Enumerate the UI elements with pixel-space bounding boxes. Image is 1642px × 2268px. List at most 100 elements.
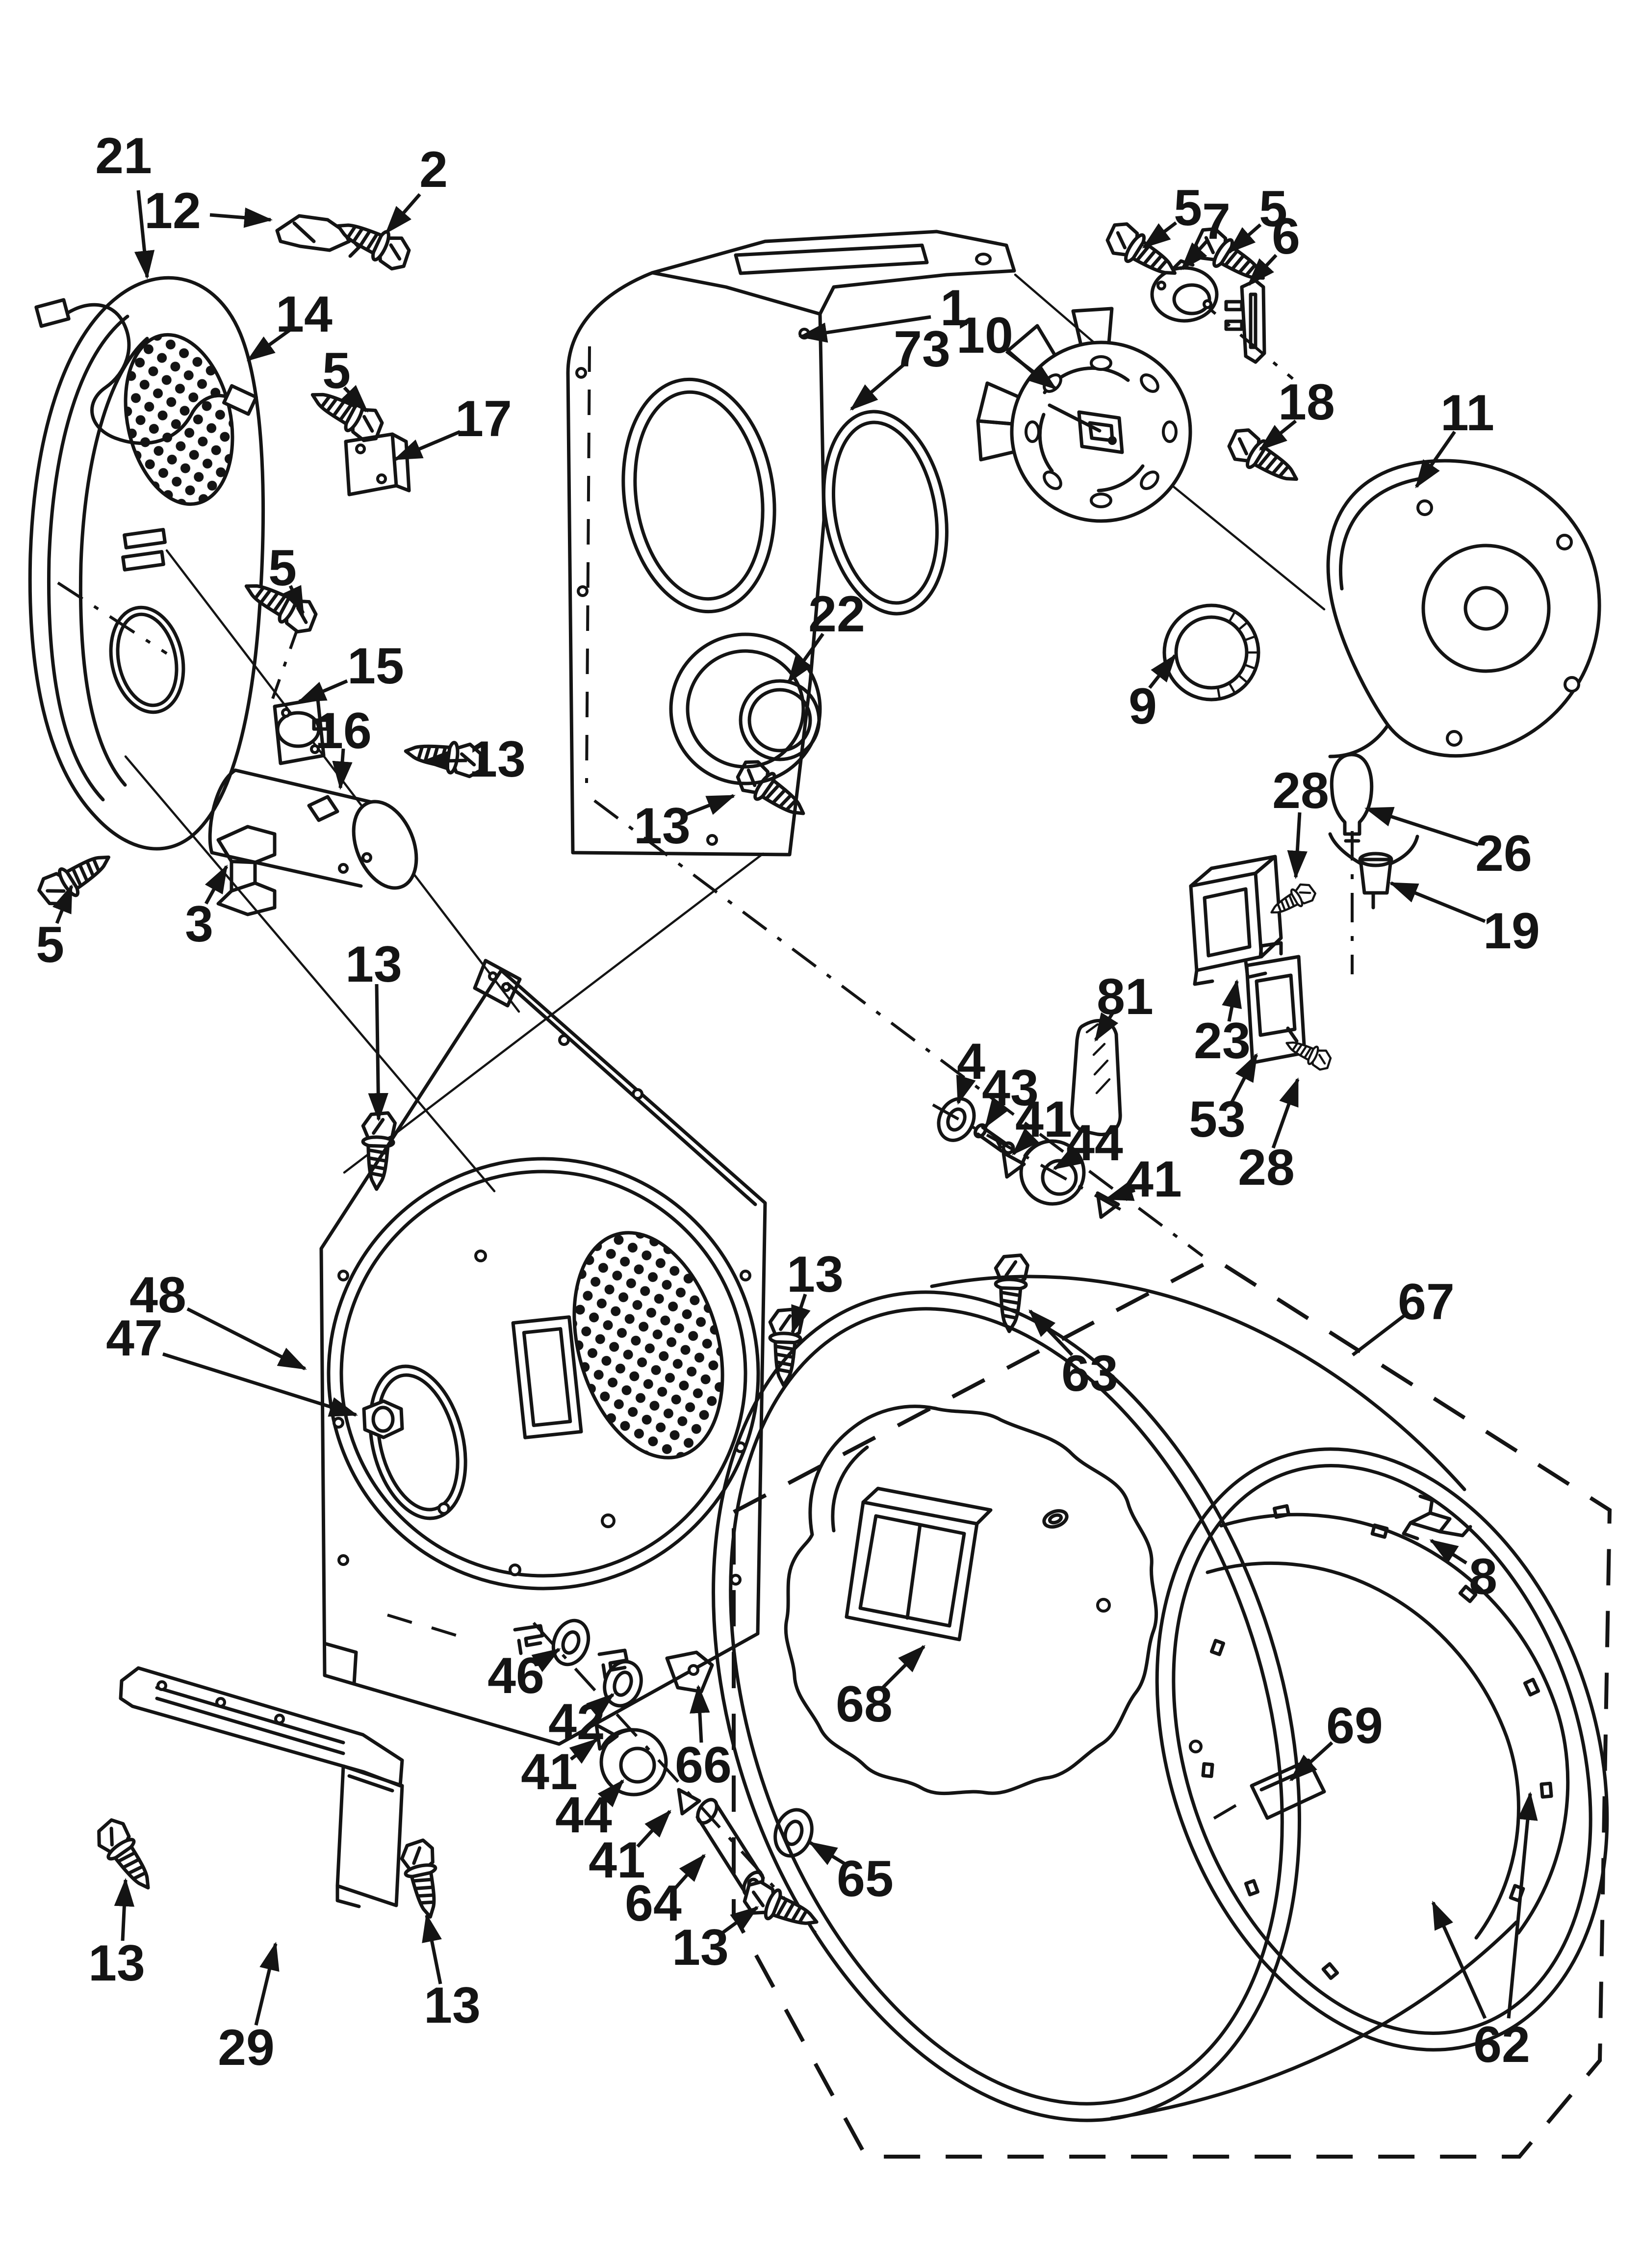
part-number-label: 21	[95, 128, 152, 184]
part-number-label: 48	[129, 1267, 186, 1324]
callout-leader	[1431, 1901, 1487, 2019]
callout-62: 62	[1431, 1791, 1538, 2073]
callout-leader	[636, 1809, 671, 1848]
callout-leader	[984, 1098, 1009, 1128]
callout-leader	[246, 328, 292, 362]
callout-leader	[798, 315, 931, 343]
callout-11: 11	[1415, 385, 1494, 489]
part-number-label: 11	[1440, 385, 1494, 442]
callout-leader	[1148, 653, 1177, 689]
part-number-label: 13	[88, 1935, 145, 1992]
part-19-lamp-socket	[1328, 832, 1419, 910]
callout-leader	[1028, 1309, 1074, 1356]
part-number-label: 53	[1189, 1091, 1246, 1148]
callout-43: 43	[982, 1060, 1039, 1128]
callout-leader	[114, 1877, 135, 1941]
callout-leader	[531, 1648, 561, 1672]
part-number-label: 46	[487, 1647, 544, 1704]
callout-leader	[719, 1906, 759, 1935]
callout-8: 8	[1429, 1539, 1497, 1605]
callout-46: 46	[487, 1647, 561, 1704]
callout-leader	[368, 984, 388, 1122]
callout-18: 18	[1258, 374, 1335, 451]
callout-5: 5	[1142, 180, 1202, 249]
callout-5: 5	[322, 342, 368, 413]
callout-leader	[672, 1853, 706, 1891]
callout-41: 41	[1104, 1151, 1182, 1208]
part-number-label: 28	[1238, 1139, 1295, 1196]
part-number-label: 5	[36, 916, 64, 973]
part-65-washer	[773, 1808, 814, 1858]
part-3-bracket	[216, 825, 277, 916]
callout-6: 6	[1247, 208, 1300, 287]
callout-leader	[1415, 430, 1456, 489]
callout-14: 14	[246, 286, 333, 362]
part-16-cylinder	[208, 768, 418, 890]
part-number-label: 22	[808, 586, 865, 643]
part-number-label: 15	[347, 638, 404, 695]
callout-66: 66	[675, 1684, 732, 1794]
callout-leader	[1005, 350, 1057, 390]
part-number-label: 13	[787, 1246, 844, 1303]
part-9-clamp-ring	[1162, 603, 1260, 702]
part-number-label: 26	[1475, 825, 1532, 882]
callout-leader	[332, 748, 353, 790]
callout-13: 13	[345, 936, 402, 1122]
callout-21: 21	[95, 128, 155, 280]
callout-leader	[569, 1738, 598, 1764]
callout-13: 13	[634, 794, 736, 855]
part-62-drum-bands	[1206, 1504, 1570, 1940]
callout-64: 64	[625, 1853, 706, 1932]
callout-48: 48	[129, 1267, 307, 1371]
callout-15: 15	[297, 638, 404, 704]
callout-leader	[1180, 239, 1209, 271]
part-number-label: 5	[1174, 180, 1202, 236]
callout-leader	[586, 1693, 615, 1720]
part-67-drum-assembly-boundary	[732, 1256, 1612, 2159]
part-73-duct-seal	[822, 410, 949, 616]
callout-leader	[956, 1074, 976, 1105]
callout-63: 63	[1028, 1309, 1118, 1402]
callout-leader	[1258, 419, 1297, 451]
callout-leader	[1271, 1077, 1300, 1149]
callout-leader	[849, 364, 905, 411]
part-number-label: 13	[469, 731, 526, 788]
callout-44: 44	[1052, 1115, 1123, 1172]
callout-leader	[787, 632, 824, 684]
callout-13: 13	[420, 731, 526, 788]
callout-leader	[1429, 1539, 1467, 1564]
callout-28: 28	[1238, 1077, 1300, 1196]
callout-12: 12	[144, 182, 273, 239]
part-number-label: 1	[940, 280, 969, 337]
part-number-label: 7	[1202, 193, 1231, 250]
part-29-support-bracket	[119, 1666, 404, 1908]
part-number-label: 13	[424, 1977, 481, 2034]
part-66-drum	[712, 1275, 1609, 2122]
callout-leader	[1507, 1791, 1538, 2019]
callout-leader	[1389, 881, 1486, 923]
callout-41: 41	[1012, 1091, 1072, 1155]
part-26-bulb	[1330, 753, 1374, 843]
callout-leader	[1227, 223, 1262, 254]
part-number-label: 41	[1125, 1151, 1182, 1208]
part-number-label: 69	[1326, 1697, 1383, 1754]
part-number-label: 41	[1015, 1091, 1072, 1148]
callout-leader	[597, 1779, 624, 1807]
part-number-label: 16	[315, 703, 372, 759]
callout-7: 7	[1180, 193, 1231, 271]
part-number-label: 5	[268, 540, 297, 597]
callout-leader	[1104, 1181, 1136, 1201]
callout-16: 16	[315, 703, 372, 790]
callout-67: 67	[1351, 1274, 1455, 1356]
part-15-thermostat	[273, 697, 330, 765]
callout-leader	[162, 1352, 358, 1417]
part-42-grommet	[603, 1660, 643, 1708]
part-number-label: 44	[555, 1787, 612, 1844]
part-1-blower-housing-panel	[566, 230, 1016, 857]
part-number-label: 73	[894, 321, 950, 378]
callout-2: 2	[385, 141, 448, 235]
callout-69: 69	[1289, 1697, 1383, 1781]
callout-53: 53	[1189, 1053, 1258, 1148]
